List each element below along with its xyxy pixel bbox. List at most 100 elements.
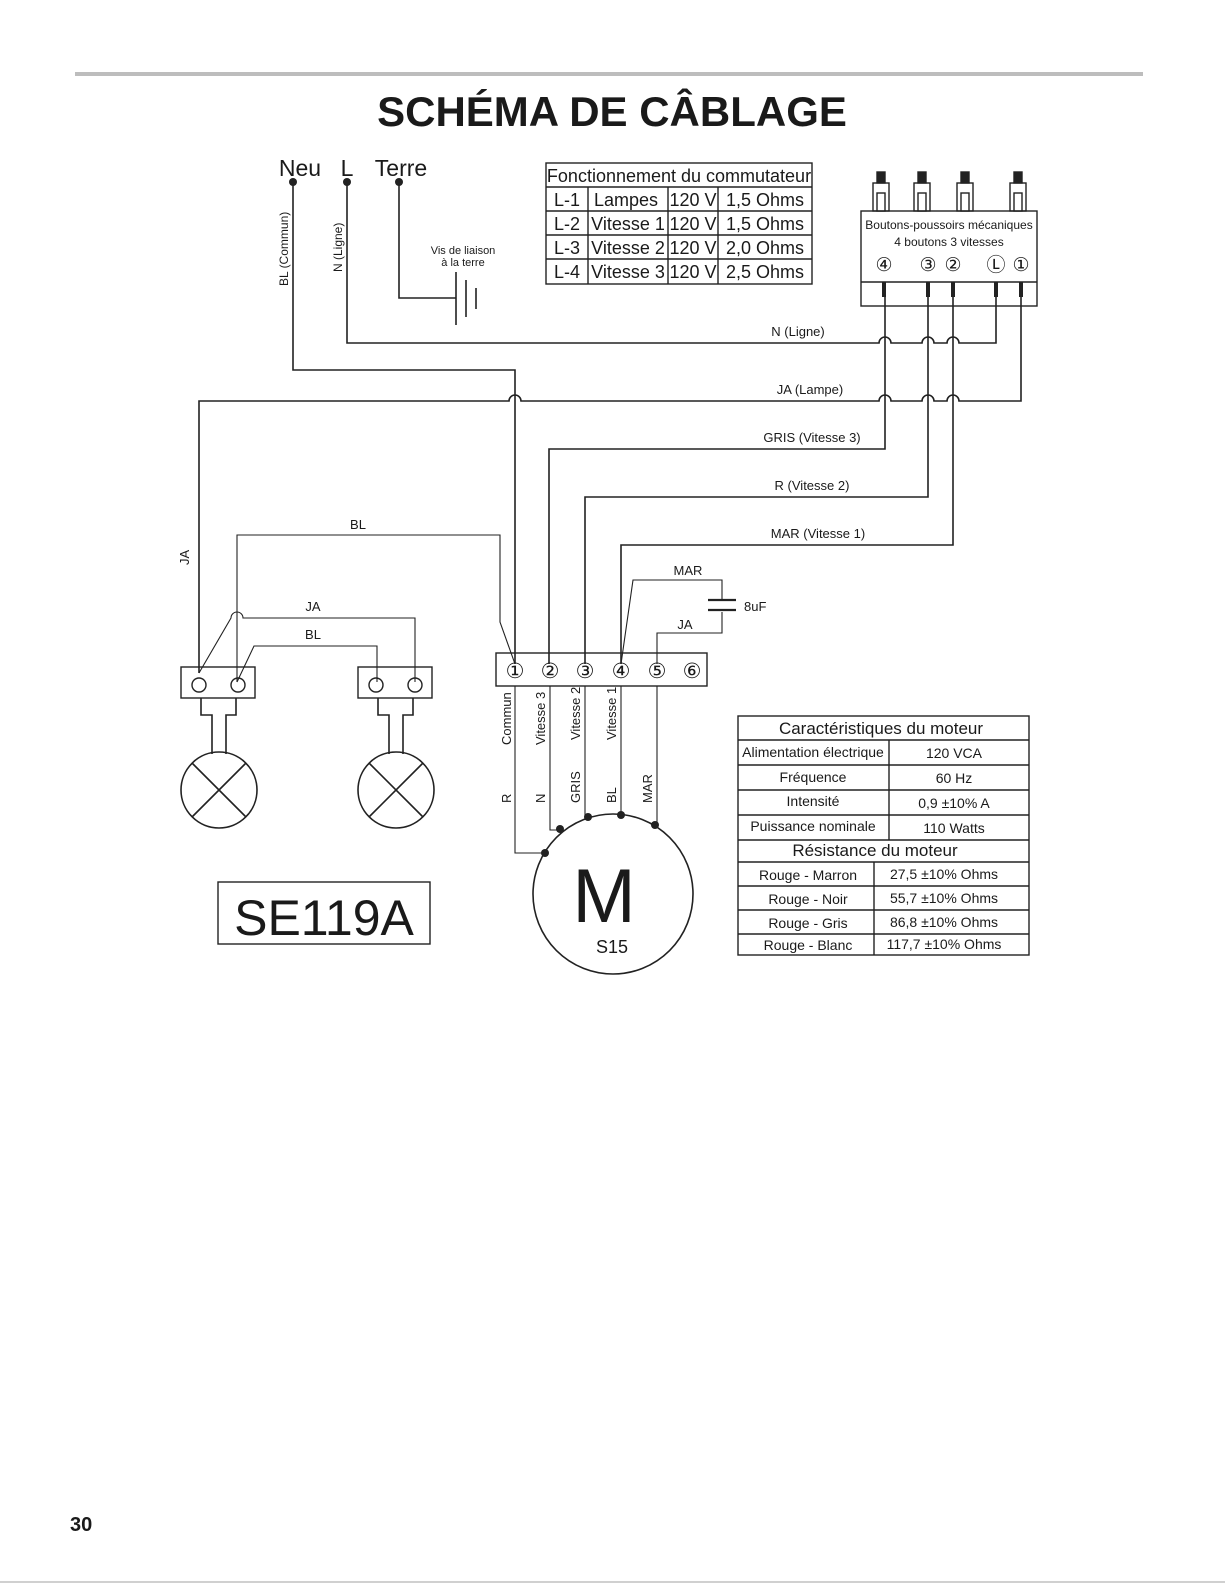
motor-letter: M (572, 854, 635, 939)
lamp-left (180, 666, 258, 829)
motor-spec-cell: 110 Watts (923, 820, 984, 836)
switch-cell: 1,5 Ohms (726, 190, 804, 210)
label-neutral: Neu (279, 155, 321, 181)
wire-label-n-ligne: N (Ligne) (771, 324, 824, 339)
wire-gris-vitesse3 (548, 297, 886, 664)
wire-label-ja-cap: JA (677, 617, 693, 632)
switch-cell: 120 V (669, 190, 716, 210)
button-mark: ④ (875, 255, 892, 276)
wire-label-ja-lamp: JA (305, 599, 321, 614)
switch-cell: Lampes (594, 190, 658, 210)
wire-ja-cap (656, 612, 723, 664)
switch-cell: Vitesse 3 (591, 262, 665, 282)
wire-label-bl-commun: BL (Commun) (277, 212, 291, 286)
button-mark: ③ (919, 255, 936, 276)
motor-spec-cell: 120 VCA (926, 745, 983, 761)
motor-lead-r (514, 686, 545, 854)
ground-screw-label-1: Vis de liaison (431, 245, 496, 257)
push-button-switch: Boutons-poussoirs mécaniques 4 boutons 3… (860, 171, 1038, 307)
model-box (217, 881, 431, 945)
motor: M S15 (532, 811, 694, 975)
switch-cell: L-2 (554, 214, 580, 234)
switch-cell: Vitesse 1 (591, 214, 665, 234)
switch-cell: 1,5 Ohms (726, 214, 804, 234)
motor-table: Caractéristiques du moteur Alimentation … (737, 715, 1030, 956)
switch-table-title: Fonctionnement du commutateur (547, 166, 811, 186)
terminal-3: ③ (576, 660, 595, 683)
wire-label-gris: GRIS (Vitesse 3) (763, 430, 860, 445)
wire-label-bl-top: BL (350, 517, 366, 532)
wire-bl-lamps (236, 534, 516, 682)
buttons-title: Boutons-poussoirs mécaniques (865, 218, 1032, 232)
wire-ja-lamps (198, 611, 416, 682)
motor-lead-label-gris: GRIS (568, 771, 583, 803)
motor-lead-label-n: N (533, 794, 548, 803)
resistance-cell: Rouge - Gris (768, 915, 847, 931)
wire-label-bl-lamp: BL (305, 627, 321, 642)
wire-ja-lampe (198, 297, 1022, 673)
terminal-label-vitesse3: Vitesse 3 (533, 692, 548, 745)
wire-bl-commun (292, 182, 516, 664)
wire-label-ja-lampe: JA (Lampe) (777, 382, 843, 397)
lamp-right (357, 666, 435, 829)
switch-table: Fonctionnement du commutateur L-1 Lampes… (545, 162, 813, 285)
terminal-5: ⑤ (648, 660, 667, 683)
resistance-cell: 55,7 ±10% Ohms (890, 890, 998, 906)
motor-spec-cell: 60 Hz (936, 770, 973, 786)
button-mark: ① (1012, 255, 1029, 276)
motor-spec-cell: 0,9 ±10% A (918, 795, 990, 811)
ground-symbol (455, 272, 477, 325)
label-ground: Terre (375, 155, 427, 181)
terminal-label-vitesse1: Vitesse 1 (604, 687, 619, 740)
terminal-4: ④ (612, 660, 631, 683)
button-mark: Ⓛ (986, 254, 1005, 276)
motor-spec-cell: Alimentation électrique (742, 744, 884, 760)
motor-table-title: Caractéristiques du moteur (779, 719, 983, 738)
resistance-cell: 117,7 ±10% Ohms (887, 936, 1002, 952)
resistance-cell: 86,8 ±10% Ohms (890, 914, 998, 930)
motor-lead-label-mar: MAR (640, 774, 655, 803)
page-title: SCHÉMA DE CÂBLAGE (377, 87, 847, 135)
model-label: SE119A (234, 890, 414, 946)
wire-bl-lamp-right (236, 645, 378, 683)
wire-mar-cap (620, 579, 723, 665)
bottom-rule (0, 1581, 1225, 1583)
button-mark: ② (944, 255, 961, 276)
resistance-cell: 27,5 ±10% Ohms (890, 866, 998, 882)
resistance-cell: Rouge - Blanc (764, 937, 853, 953)
terminal-block: ① ② ③ ④ ⑤ ⑥ (495, 652, 708, 687)
wire-label-mar-cap: MAR (674, 563, 703, 578)
wire-label-ja-left: JA (177, 550, 192, 566)
switch-cell: 120 V (669, 238, 716, 258)
top-rule (75, 72, 1143, 76)
wire-mar-vitesse1 (620, 297, 954, 664)
switch-cell: L-3 (554, 238, 580, 258)
motor-label: S15 (596, 937, 628, 957)
terminal-1: ① (506, 660, 525, 683)
capacitor (708, 598, 736, 612)
label-line: L (341, 155, 354, 181)
wire-label-n-ligne-vertical: N (Ligne) (331, 223, 345, 272)
capacitor-label: 8uF (744, 599, 766, 614)
switch-cell: L-4 (554, 262, 580, 282)
terminal-label-vitesse2: Vitesse 2 (568, 687, 583, 740)
page-number: 30 (70, 1514, 92, 1536)
buttons-subtitle: 4 boutons 3 vitesses (894, 235, 1003, 249)
switch-cell: Vitesse 2 (591, 238, 665, 258)
motor-spec-cell: Puissance nominale (750, 818, 876, 834)
ground-wire (398, 182, 456, 299)
switch-cell: 2,0 Ohms (726, 238, 804, 258)
motor-lead-n (549, 686, 558, 831)
resistance-title: Résistance du moteur (792, 841, 958, 860)
terminal-2: ② (541, 660, 560, 683)
motor-lead-label-r: R (499, 794, 514, 803)
resistance-cell: Rouge - Noir (768, 891, 848, 907)
switch-cell: 120 V (669, 214, 716, 234)
switch-cell: 2,5 Ohms (726, 262, 804, 282)
terminal-6: ⑥ (683, 660, 702, 683)
motor-spec-cell: Fréquence (780, 769, 847, 785)
switch-cell: 120 V (669, 262, 716, 282)
terminal-label-commun: Commun (499, 692, 514, 745)
switch-cell: L-1 (554, 190, 580, 210)
